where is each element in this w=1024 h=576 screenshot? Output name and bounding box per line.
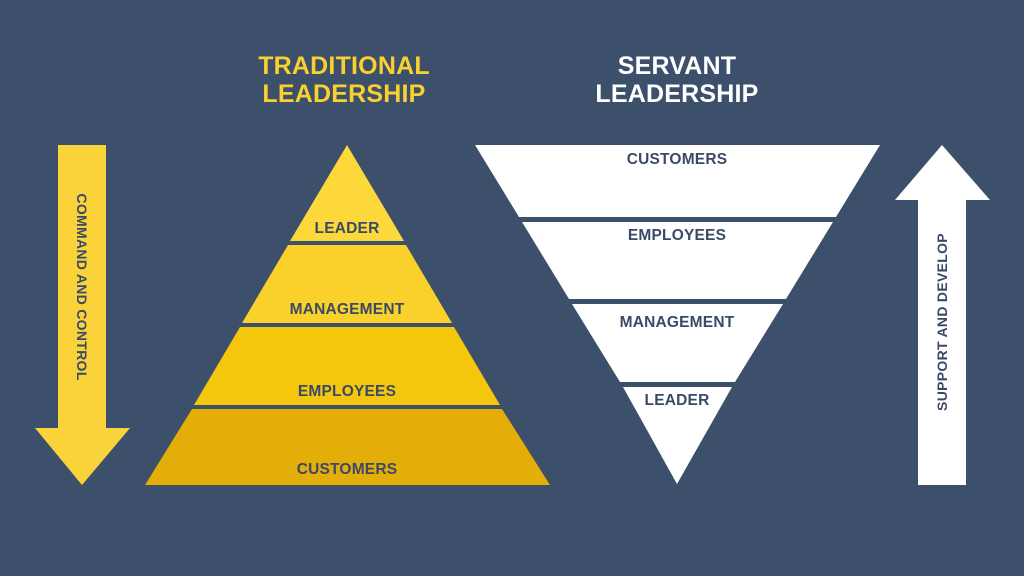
traditional-band-leader <box>290 145 404 241</box>
servant-label-leader: LEADER <box>644 392 710 409</box>
traditional-leadership-title: TRADITIONAL LEADERSHIP <box>224 52 464 108</box>
support-and-develop-arrow <box>895 145 990 485</box>
traditional-band-employees <box>194 327 500 405</box>
servant-label-management: MANAGEMENT <box>619 314 735 331</box>
traditional-title-line2: LEADERSHIP <box>262 80 426 108</box>
servant-leadership-title: SERVANT LEADERSHIP <box>557 52 797 108</box>
servant-title-line1: SERVANT <box>617 52 737 80</box>
traditional-label-customers: CUSTOMERS <box>296 461 398 478</box>
traditional-label-leader: LEADER <box>314 220 380 237</box>
servant-band-employees <box>522 222 833 299</box>
command-and-control-arrow <box>35 145 130 485</box>
command-and-control-label: COMMAND AND CONTROL <box>74 193 90 381</box>
servant-band-management <box>572 304 783 382</box>
traditional-band-customers <box>145 409 550 485</box>
servant-band-customers <box>475 145 880 217</box>
traditional-band-management <box>242 245 452 323</box>
support-and-develop-label: SUPPORT AND DEVELOP <box>934 233 950 411</box>
servant-label-employees: EMPLOYEES <box>627 227 727 244</box>
traditional-label-employees: EMPLOYEES <box>297 383 397 400</box>
servant-band-leader <box>623 387 732 484</box>
servant-title-line2: LEADERSHIP <box>595 80 759 108</box>
traditional-title-line1: TRADITIONAL <box>258 52 430 80</box>
servant-label-customers: CUSTOMERS <box>626 151 728 168</box>
traditional-label-management: MANAGEMENT <box>289 301 405 318</box>
